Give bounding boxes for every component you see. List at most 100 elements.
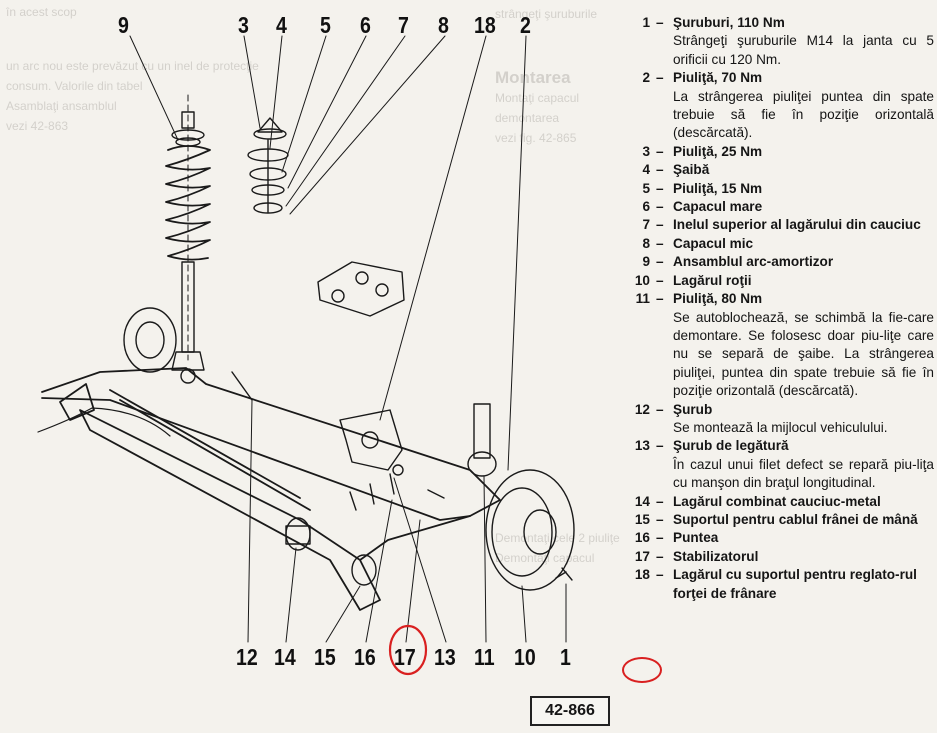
legend-number: 14 — [634, 493, 650, 509]
legend-dash: – — [656, 143, 664, 159]
legend-dash: – — [656, 235, 664, 251]
callout-8: 8 — [438, 12, 449, 38]
axle-beam — [41, 367, 501, 611]
callout-17-highlight — [388, 624, 428, 676]
legend-dash: – — [656, 493, 664, 509]
legend-title: Şurub de legătură — [673, 438, 789, 454]
legend-title: Suportul pentru cablul frânei de mână — [673, 511, 918, 527]
regulator-bracket — [339, 409, 403, 471]
callout-9: 9 — [118, 12, 129, 38]
coil-spring — [165, 145, 211, 261]
legend-number: 17 — [634, 548, 650, 564]
legend-title: Lagărul cu suportul pentru reglato-rul f… — [673, 567, 917, 601]
legend-title: Şurub — [673, 401, 713, 417]
legend-number: 16 — [634, 530, 650, 546]
legend-dash: – — [656, 254, 664, 270]
legend-number: 8 — [642, 235, 650, 251]
body-bracket — [317, 261, 405, 317]
legend-number: 5 — [642, 180, 650, 196]
callout-12: 12 — [236, 644, 258, 670]
legend-description: Strângeţi şuruburile M14 la janta cu 5 o… — [673, 33, 934, 67]
callout-15: 15 — [314, 644, 336, 670]
bleed-through-text-right: strângeţi şuruburile Montarea Montaţi ca… — [495, 4, 935, 568]
legend-dash: – — [656, 199, 664, 215]
ghost-heading: Montarea — [495, 68, 571, 87]
legend-item-17: 17–Stabilizatorul — [606, 548, 934, 566]
legend-title: Capacul mic — [673, 235, 754, 251]
legend-dash: – — [656, 162, 664, 178]
legend-description: În cazul unui filet defect se repară piu… — [673, 456, 934, 491]
callout-11: 11 — [474, 644, 495, 670]
legend-number: 7 — [642, 217, 650, 233]
legend-title: Puntea — [673, 530, 719, 546]
legend-item-3: 3–Piuliţă, 25 Nm — [606, 143, 934, 161]
legend-dash: – — [656, 548, 664, 564]
callout-7: 7 — [398, 12, 409, 38]
figure-reference: 42-866 — [530, 696, 610, 726]
legend-title: Şaibă — [673, 162, 710, 178]
left-brake-plate — [123, 307, 177, 373]
callout-1: 1 — [560, 644, 571, 670]
legend-dash: – — [656, 70, 664, 86]
legend-dash: – — [656, 438, 664, 454]
rear-axle-exploded-diagram — [37, 35, 575, 676]
legend-item-8: 8–Capacul mic — [606, 235, 934, 253]
callout-18: 18 — [474, 12, 496, 38]
legend-item-2: 2–Piuliţă, 70 Nm La strângerea piuliţei p… — [606, 69, 934, 143]
callout-17: 17 — [394, 644, 416, 670]
legend-number: 2 — [642, 70, 650, 86]
legend-title: Capacul mare — [673, 199, 763, 215]
legend-number: 12 — [634, 401, 650, 417]
legend-number: 11 — [635, 291, 650, 307]
callout-2: 2 — [520, 12, 531, 38]
legend-item-18: 18–Lagărul cu suportul pentru reglato-ru… — [606, 566, 934, 603]
legend-title: Inelul superior al lagărului din cauciuc — [673, 217, 921, 233]
callout-3: 3 — [238, 12, 249, 38]
legend-number: 4 — [642, 162, 650, 178]
legend-dash: – — [656, 567, 664, 583]
callout-13: 13 — [434, 644, 456, 670]
ghost-line: demontarea — [495, 111, 560, 125]
callout-5: 5 — [320, 12, 331, 38]
legend-title: Lagărul roţii — [673, 272, 752, 288]
callout-10: 10 — [514, 644, 536, 670]
legend-title: Piuliţă, 25 Nm — [673, 143, 763, 159]
callout-16: 16 — [354, 644, 376, 670]
bleed-through-text-left: în acest scop un arc nou este prevăzut c… — [6, 2, 426, 136]
legend-item-4: 4–Şaibă — [606, 161, 934, 179]
legend-title: Stabilizatorul — [673, 548, 759, 564]
ghost-line: un arc nou este prevăzut cu un inel de p… — [6, 59, 259, 73]
legend-title: Lagărul combinat cauciuc-metal — [673, 493, 881, 509]
legend-description: La strângerea piuliţei puntea din spate … — [673, 88, 934, 141]
leader-lines — [129, 35, 567, 643]
legend-item-10: 10–Lagărul roţii — [606, 272, 934, 290]
legend-number: 9 — [642, 254, 650, 270]
legend-item-7: 7–Inelul superior al lagărului din cauci… — [606, 216, 934, 234]
callout-14: 14 — [274, 644, 296, 670]
shock-lower-eye — [467, 403, 497, 477]
legend-title: Piuliţă, 70 Nm — [673, 70, 763, 86]
legend-number: 10 — [634, 272, 650, 288]
legend-item-14: 14–Lagărul combinat cauciuc-metal — [606, 493, 934, 511]
legend-description: Se montează la mijlocul vehiculului. — [673, 419, 888, 435]
legend-item-6: 6–Capacul mare — [606, 198, 934, 216]
ghost-line: vezi fig. 42-865 — [495, 131, 577, 145]
legend-title: Piuliţă, 80 Nm — [673, 291, 763, 307]
brake-drum — [485, 469, 575, 591]
brake-cable — [37, 407, 171, 437]
legend-description: Se autoblochează, se schimbă la fie-care… — [673, 309, 934, 399]
legend-title: Ansamblul arc-amortizor — [673, 254, 834, 270]
ghost-line: în acest scop — [6, 5, 77, 19]
rubber-metal-bush — [285, 517, 311, 551]
legend-dash: – — [656, 291, 664, 307]
upper-mount-parts — [247, 117, 289, 214]
ghost-line: Asamblaţi ansamblul — [6, 99, 117, 113]
shock-absorber — [171, 261, 205, 384]
legend-number: 15 — [634, 511, 650, 527]
legend-number: 1 — [642, 15, 650, 30]
ghost-line: vezi 42-863 — [6, 119, 69, 133]
legend-dash: – — [656, 530, 664, 546]
